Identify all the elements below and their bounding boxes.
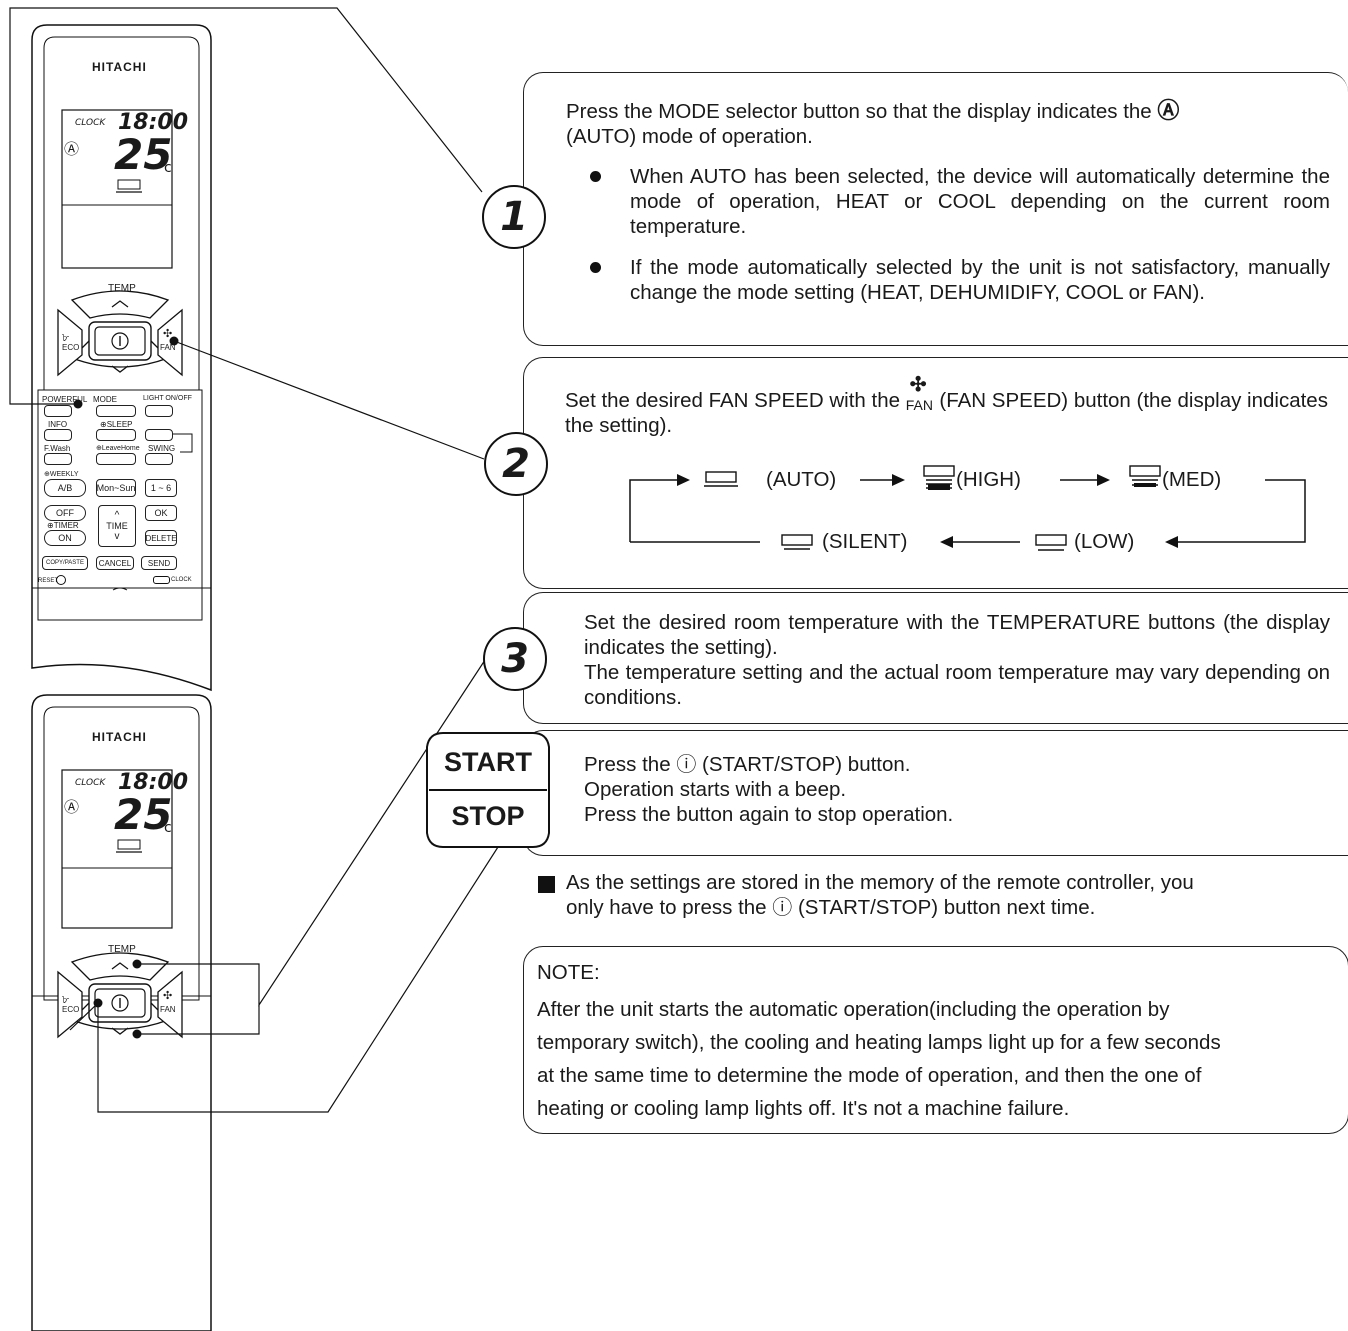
power-icon-2: ⓘ	[772, 897, 793, 919]
mode-label: MODE	[93, 395, 117, 404]
startstop-line2: Operation starts with a beep.	[584, 778, 847, 801]
step1-box	[523, 72, 1348, 346]
sleep-button[interactable]	[96, 429, 136, 441]
power-icon: ⓘ	[676, 754, 697, 776]
start-stop-badge: START STOP	[425, 731, 551, 849]
fan-speed-icon: ✣ FAN	[905, 374, 933, 413]
step3-text-2: The temperature setting and the actual r…	[584, 661, 1330, 709]
note-line1: After the unit starts the automatic oper…	[537, 998, 1170, 1021]
swing-button[interactable]	[145, 453, 173, 465]
step1-number: 1	[482, 185, 546, 249]
powerful-label: POWERFUL	[42, 395, 88, 404]
eco-icon-2: ৮	[62, 994, 70, 1006]
memory-note-line2: only have to press the ⓘ (START/STOP) bu…	[566, 896, 1096, 919]
powerful-button[interactable]	[44, 405, 72, 417]
startstop-line3: Press the button again to stop operation…	[584, 803, 954, 826]
eco-icon: ৮	[62, 332, 70, 344]
mode-button[interactable]	[96, 405, 136, 417]
startstop-line1: Press the ⓘ (START/STOP) button.	[584, 753, 911, 776]
memory-note-line1: As the settings are stored in the memory…	[566, 871, 1194, 894]
step2-number: 2	[484, 432, 548, 496]
temp-label: TEMP	[108, 283, 136, 294]
note-line3: at the same time to determine the mode o…	[537, 1064, 1202, 1087]
step1-intro: Press the MODE selector button so that t…	[566, 98, 1180, 148]
fwash-label: F.Wash	[44, 444, 71, 453]
step1-bullet-2: If the mode automatically selected by th…	[630, 256, 1330, 304]
leavehome-label: ⊕LeaveHome	[96, 445, 140, 452]
remote-bottom: HITACHI CLOCK 18:00 Ⓐ 25 c TEMP ECO ৮ ✣ …	[0, 690, 230, 1331]
note-box	[523, 946, 1348, 1134]
auto-mode-icon: Ⓐ	[1157, 98, 1180, 123]
stop-label: STOP	[451, 801, 525, 831]
info-label: INFO	[48, 420, 68, 429]
flow-silent: (SILENT)	[822, 530, 908, 553]
one-six-button[interactable]: 1 ~ 6	[145, 479, 177, 497]
lcd-clock-label: CLOCK	[75, 118, 106, 128]
monsun-button[interactable]: Mon~Sun	[96, 479, 136, 497]
start-label: START	[444, 747, 532, 777]
timer-off-button[interactable]: OFF	[44, 505, 86, 521]
remote-brand: HITACHI	[92, 60, 147, 74]
temp-label-2: TEMP	[108, 944, 136, 955]
flow-low: (LOW)	[1074, 530, 1135, 553]
note-line4: heating or cooling lamp lights off. It's…	[537, 1097, 1070, 1120]
ab-button[interactable]: A/B	[44, 479, 86, 497]
startstop-box	[523, 730, 1348, 856]
fan-icon[interactable]: ✣	[163, 328, 173, 340]
lcd-auto-icon: Ⓐ	[64, 140, 80, 158]
memory-note-bullet	[538, 876, 555, 893]
weekly-label: ⊕WEEKLY	[44, 471, 79, 478]
fwash-button[interactable]	[44, 453, 72, 465]
step1-bullet-dot-2	[590, 262, 601, 273]
step3-number: 3	[483, 627, 547, 691]
step1-bullet-dot-1	[590, 171, 601, 182]
step2-text: Set the desired FAN SPEED with the ✣ FAN…	[565, 374, 1328, 437]
light-swing-button[interactable]	[145, 429, 173, 441]
delete-button[interactable]: DELETE	[145, 530, 177, 546]
reset-button[interactable]	[56, 575, 66, 585]
sleep-label: ⊕SLEEP	[100, 420, 133, 429]
note-title: NOTE:	[537, 961, 600, 984]
fan-label-2[interactable]: FAN	[160, 1005, 176, 1014]
swing-label: SWING	[148, 444, 176, 453]
ok-button[interactable]: OK	[145, 505, 177, 521]
fan-label[interactable]: FAN	[160, 343, 176, 352]
flow-auto: (AUTO)	[766, 468, 837, 491]
remote-bottom-body	[31, 694, 212, 1331]
flow-med: (MED)	[1162, 468, 1222, 491]
light-label: LIGHT ON/OFF	[143, 395, 192, 402]
light-button[interactable]	[145, 405, 173, 417]
lcd-clock-label-2: CLOCK	[75, 778, 106, 788]
info-button[interactable]	[44, 429, 72, 441]
step1-bullet-1: When AUTO has been selected, the device …	[630, 165, 1330, 238]
remote-top-body	[31, 24, 212, 692]
remote-top: CLOCK 18:00 Ⓐ 25 c HITACHI TEMP ECO ✣ FA…	[0, 0, 230, 700]
clock-button[interactable]	[153, 576, 170, 584]
clock-label: CLOCK	[171, 577, 192, 583]
fan-icon-2[interactable]: ✣	[163, 990, 173, 1002]
leavehome-button[interactable]	[96, 453, 136, 465]
step3-text: Set the desired room temperature with th…	[584, 611, 1330, 659]
note-line2: temporary switch), the cooling and heati…	[537, 1031, 1221, 1054]
step3-box	[523, 592, 1348, 724]
lcd-temp-unit-2: c	[164, 820, 172, 836]
copypaste-button[interactable]: COPY/PASTE	[42, 556, 88, 570]
timer-label: ⊕TIMER	[47, 521, 79, 530]
cancel-button[interactable]: CANCEL	[96, 556, 134, 570]
lcd-auto-icon-2: Ⓐ	[64, 798, 80, 816]
reset-label: RESET	[38, 578, 59, 584]
lcd-temp-unit: c	[164, 160, 172, 176]
timer-on-button[interactable]: ON	[44, 530, 86, 546]
send-button[interactable]: SEND	[141, 556, 177, 570]
remote-brand-2: HITACHI	[92, 730, 147, 744]
flow-high: (HIGH)	[956, 468, 1021, 491]
